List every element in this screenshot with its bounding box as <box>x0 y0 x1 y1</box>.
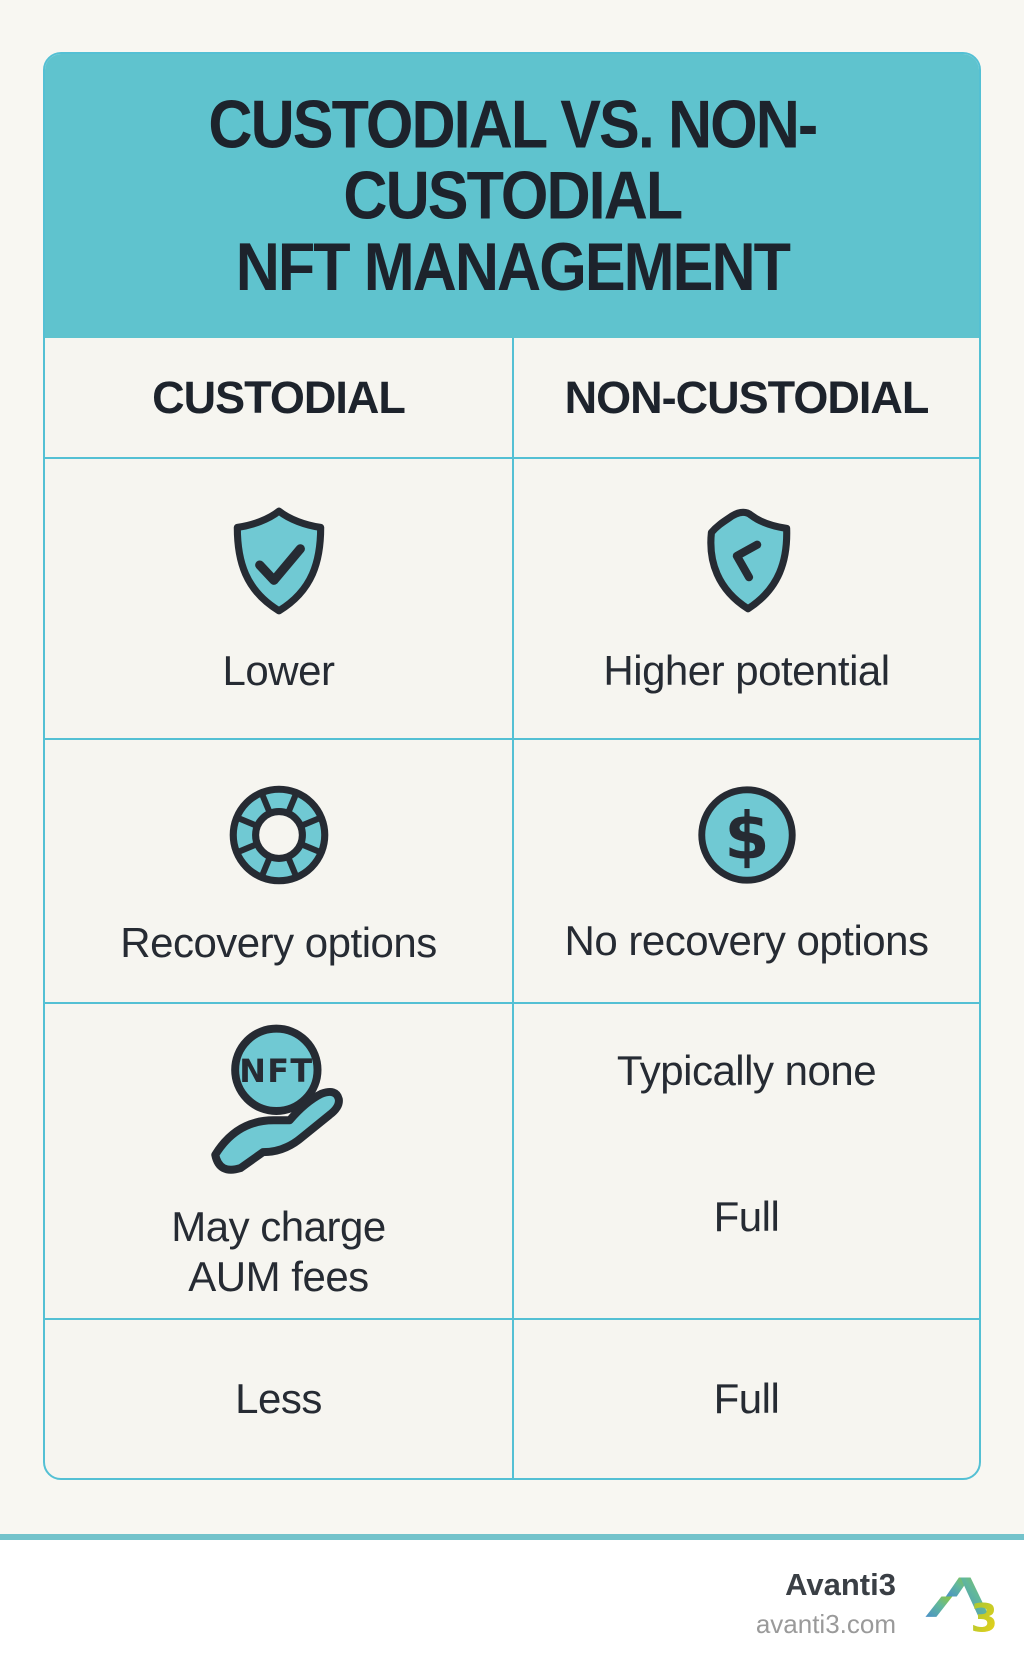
column-header-non-custodial: NON-CUSTODIAL <box>512 338 979 457</box>
cell-label-line-2: AUM fees <box>188 1252 369 1300</box>
cell-label: Typically none <box>616 1047 877 1094</box>
title-block: CUSTODIAL VS. NON- CUSTODIAL NFT MANAGEM… <box>45 54 979 338</box>
title-line-1: CUSTODIAL VS. NON- <box>208 86 818 163</box>
table-row-security: Lower Higher potential <box>45 457 979 738</box>
avanti3-logo: 3 <box>924 1570 1004 1641</box>
title-line-2: CUSTODIAL <box>343 158 683 234</box>
cell-label: May charge AUM fees <box>171 1202 386 1301</box>
table-row-fees: NFT May charge AUM fees Typically none F… <box>45 1002 979 1318</box>
cell-non-custodial-control: Full <box>512 1320 979 1478</box>
table-row-recovery: Recovery options $ No recovery options <box>45 738 979 1002</box>
lifebuoy-icon <box>218 774 340 896</box>
cell-label: No recovery options <box>564 917 929 965</box>
brand-website: avanti3.com <box>755 1608 896 1639</box>
page-title: CUSTODIAL VS. NON- CUSTODIAL NFT MANAGEM… <box>208 86 818 306</box>
svg-text:NFT: NFT <box>239 1052 313 1090</box>
shield-check-icon <box>218 502 340 624</box>
footer-text-block: Avanti3 avanti3.com <box>756 1567 896 1640</box>
comparison-card: CUSTODIAL VS. NON- CUSTODIAL NFT MANAGEM… <box>43 52 981 1480</box>
cell-label: Full <box>713 1375 780 1423</box>
cell-label: Higher potential <box>603 646 890 694</box>
cell-label: Less <box>235 1375 322 1423</box>
infographic-area: CUSTODIAL VS. NON- CUSTODIAL NFT MANAGEM… <box>0 0 1024 1534</box>
cell-label: Recovery options <box>120 919 437 967</box>
shield-chevron-icon <box>686 502 808 624</box>
table-row-control: Less Full <box>45 1318 979 1478</box>
svg-text:3: 3 <box>971 1596 998 1636</box>
cell-non-custodial-recovery: $ No recovery options <box>512 740 979 1002</box>
cell-label-line-1: May charge <box>171 1203 386 1250</box>
brand-name: Avanti3 <box>785 1566 896 1602</box>
cell-custodial-control: Less <box>45 1320 512 1478</box>
cell-label: Full <box>713 1192 780 1240</box>
footer-divider <box>0 1534 1024 1540</box>
cell-non-custodial-security: Higher potential <box>512 459 979 738</box>
cell-label: Lower <box>222 646 335 694</box>
svg-text:$: $ <box>724 800 769 875</box>
footer: Avanti3 avanti3.com 3 <box>0 1540 1024 1666</box>
title-line-3: NFT MANAGEMENT <box>235 229 790 306</box>
cell-custodial-fees: NFT May charge AUM fees <box>45 1004 512 1318</box>
cell-custodial-security: Lower <box>45 459 512 738</box>
column-header-custodial: CUSTODIAL <box>152 371 406 423</box>
dollar-circle-icon: $ <box>688 776 806 894</box>
cell-custodial-recovery: Recovery options <box>45 740 512 1002</box>
cell-non-custodial-fees: Typically none Full <box>512 1004 979 1318</box>
nft-hand-icon: NFT <box>199 1022 359 1192</box>
column-header-row: CUSTODIAL NON-CUSTODIAL <box>45 338 979 457</box>
